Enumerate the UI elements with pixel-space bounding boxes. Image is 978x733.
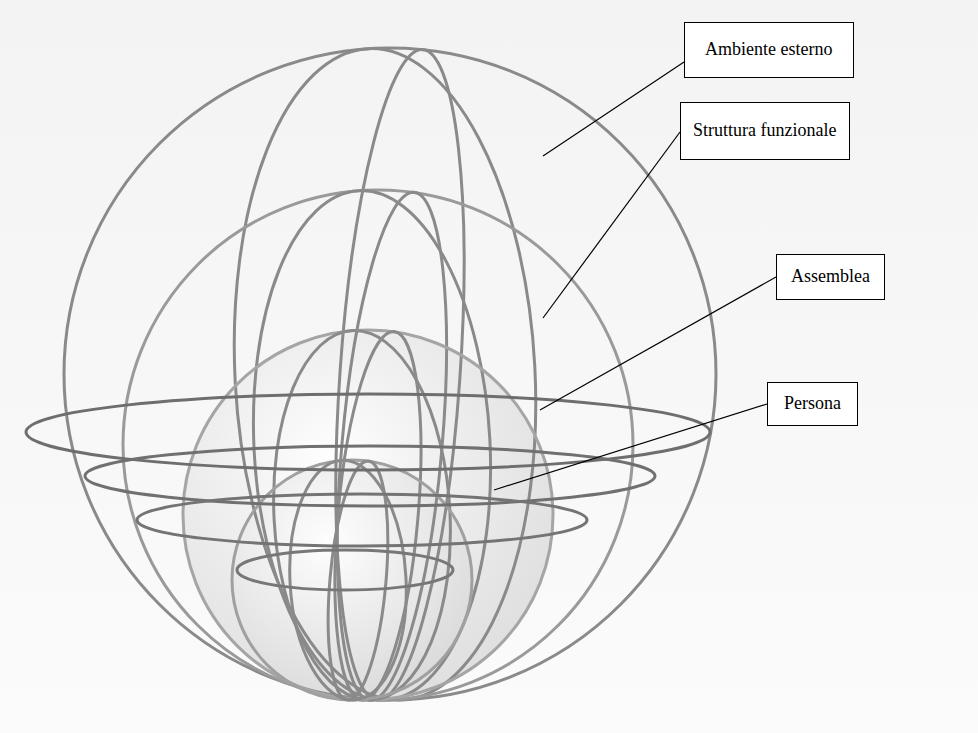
label-text: Ambiente esterno	[705, 39, 832, 61]
label-box: Ambiente esterno	[684, 22, 854, 78]
label-text: Persona	[784, 393, 841, 415]
label-box: Assemblea	[776, 254, 885, 300]
label-text: Assemblea	[791, 266, 870, 288]
sphere-wireframe	[26, 41, 716, 708]
label-box: Struttura funzionale	[680, 102, 850, 160]
label-text: Struttura funzionale	[693, 120, 836, 142]
label-box: Persona	[767, 382, 858, 426]
